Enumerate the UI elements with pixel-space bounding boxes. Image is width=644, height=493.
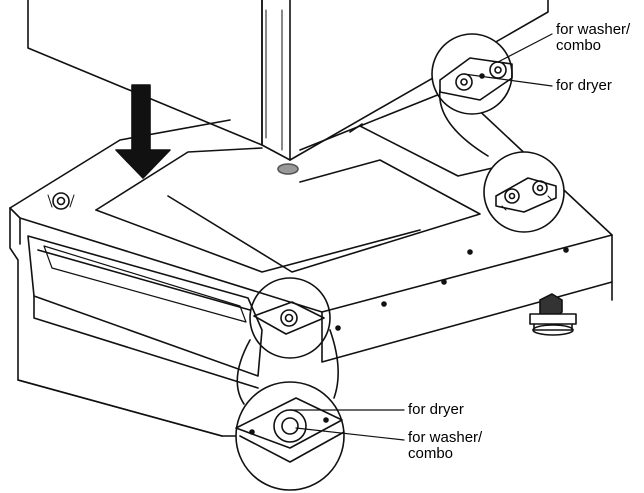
pedestal-top (9, 87, 613, 313)
leader-lines (289, 33, 553, 441)
zoom-callouts (235, 33, 565, 491)
down-arrow-icon (115, 84, 171, 179)
corner-pad (253, 301, 325, 335)
label-bottom-dryer: for dryer (408, 401, 464, 418)
pedestal-body (9, 207, 613, 437)
label-top-dryer: for dryer (556, 77, 612, 94)
label-top-washer-line2: combo (556, 37, 602, 54)
label-top-washer-line1: for washer/ (556, 21, 631, 38)
label-bottom-washer-line2: combo (408, 445, 454, 462)
label-bottom-washer-line1: for washer/ (408, 429, 483, 446)
leveling-foot-icon (529, 293, 577, 336)
